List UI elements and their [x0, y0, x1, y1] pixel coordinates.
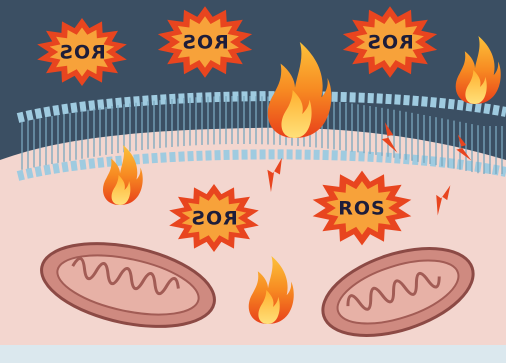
ros-label: ROS — [58, 42, 105, 64]
bottom-edge — [0, 345, 506, 363]
ros-label: ROS — [181, 32, 228, 54]
ros-label: ROS — [190, 208, 237, 230]
ros-label: ROS — [366, 32, 413, 54]
ros-label: ROS — [338, 198, 385, 220]
